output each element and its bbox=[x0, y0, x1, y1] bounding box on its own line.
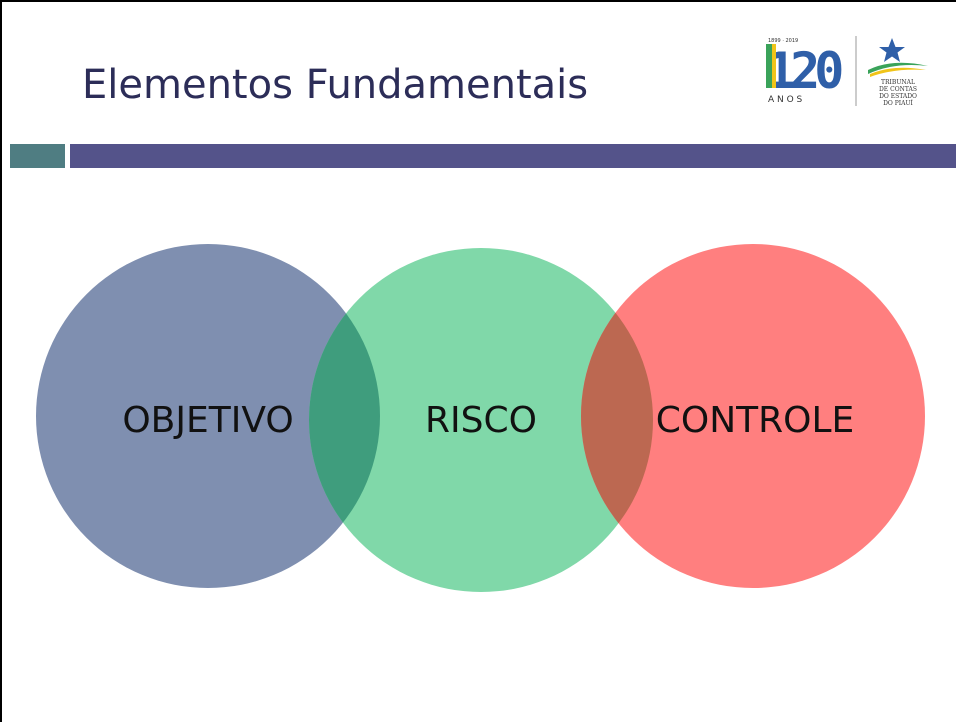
logo-institution-line4: DO PIAUÍ bbox=[883, 100, 913, 107]
logo-anos-text: A N O S bbox=[768, 95, 803, 105]
slide-title: Elementos Fundamentais bbox=[82, 62, 589, 108]
venn-diagram: OBJETIVO RISCO CONTROLE bbox=[0, 240, 956, 600]
institution-logo: 1899 · 2019 120 A N O S TRIBUNAL DE CONT… bbox=[764, 34, 932, 108]
accent-bar-small bbox=[10, 144, 65, 168]
circle-label-controle: CONTROLE bbox=[656, 400, 855, 441]
logo-anniversary-number: 120 bbox=[766, 42, 842, 100]
circle-objetivo bbox=[36, 244, 380, 588]
logo-years-text: 1899 · 2019 bbox=[768, 38, 798, 44]
logo-swoosh-yellow bbox=[870, 67, 926, 77]
logo-institution-line3: DO ESTADO bbox=[879, 93, 917, 100]
logo-swoosh-green bbox=[868, 62, 928, 74]
logo-institution-line2: DE CONTAS bbox=[879, 86, 917, 93]
accent-bar bbox=[70, 144, 956, 168]
circle-controle bbox=[581, 244, 925, 588]
circle-label-objetivo: OBJETIVO bbox=[122, 400, 293, 441]
logo-color-stripe-green bbox=[766, 44, 772, 88]
slide-border-top bbox=[0, 0, 956, 2]
logo-color-stripe-yellow bbox=[772, 44, 776, 88]
logo-institution-line1: TRIBUNAL bbox=[881, 79, 915, 86]
circle-risco bbox=[309, 248, 653, 592]
star-icon bbox=[879, 38, 905, 62]
slide-border-left bbox=[0, 0, 2, 722]
circle-label-risco: RISCO bbox=[425, 400, 537, 441]
